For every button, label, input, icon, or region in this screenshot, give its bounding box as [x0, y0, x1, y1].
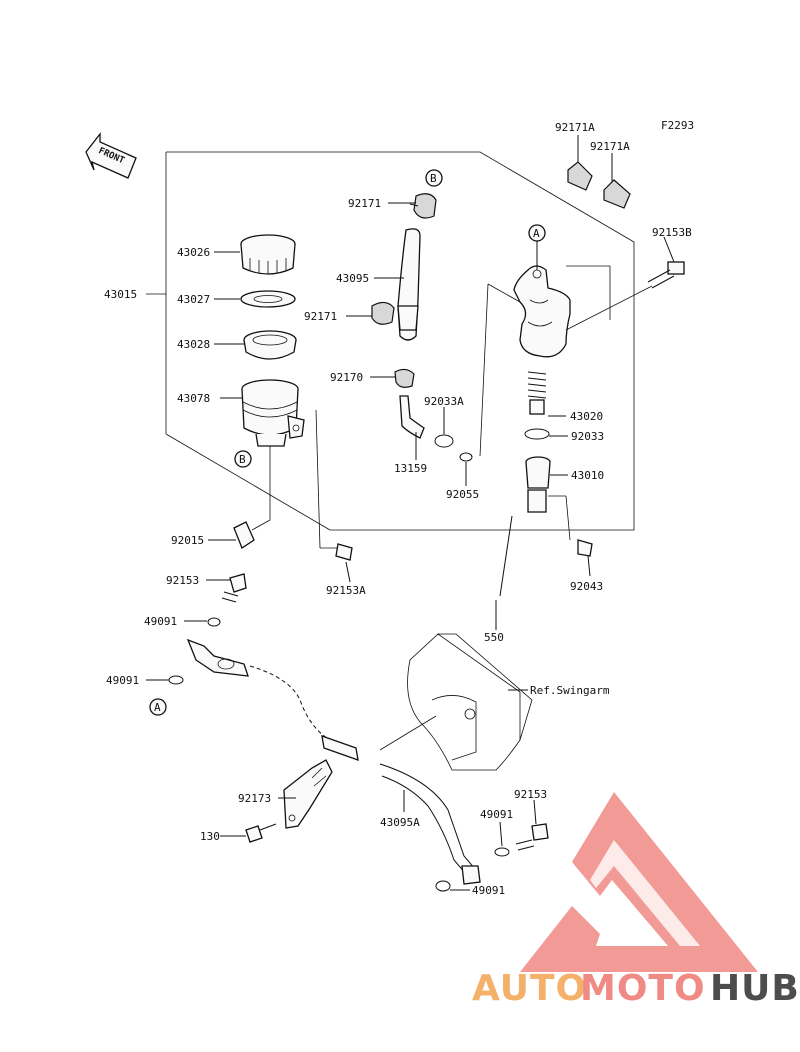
svg-text:A: A [154, 701, 161, 714]
label-92033A: 92033A [424, 395, 464, 408]
label-49091-b: 49091 [106, 674, 139, 687]
elbow-fitting-13159 [399, 395, 425, 439]
label-92043: 92043 [570, 580, 603, 593]
label-92153B: 92153B [652, 226, 692, 239]
label-49091-a: 49091 [144, 615, 177, 628]
diaphragm [243, 330, 297, 360]
front-arrow-icon: FRONT [85, 132, 137, 179]
reservoir-tank [241, 379, 305, 447]
washer-49091-b [168, 675, 184, 685]
assembly-bracket-43015 [146, 151, 635, 531]
washer-49091-d [435, 880, 451, 892]
label-43095: 43095 [336, 272, 369, 285]
svg-text:B: B [239, 453, 246, 466]
swingarm-reference [407, 633, 533, 771]
label-43026: 43026 [177, 246, 210, 259]
label-92173: 92173 [238, 792, 271, 805]
svg-text:A: A [533, 227, 540, 240]
label-92153-left: 92153 [166, 574, 199, 587]
bolt-92153-left [221, 573, 247, 603]
label-550: 550 [484, 631, 504, 644]
label-43027: 43027 [177, 293, 210, 306]
o-ring-92055 [459, 452, 473, 462]
diaphragm-plate [240, 290, 296, 308]
automotohub-wordmark: AUTO MOTO HUB [472, 968, 800, 1009]
label-13159: 13159 [394, 462, 427, 475]
label-43020: 43020 [570, 410, 603, 423]
automotohub-logo-icon [520, 792, 758, 972]
label-92015: 92015 [171, 534, 204, 547]
label-43095A: 43095A [380, 816, 420, 829]
label-130: 130 [200, 830, 220, 843]
master-cylinder-body [513, 240, 571, 358]
banjo-fitting-lower [461, 865, 481, 885]
banjo-fitting [186, 638, 249, 677]
ref-swingarm-label: Ref.Swingarm [530, 684, 610, 697]
clip-92171A-2 [603, 179, 631, 209]
bolt-130 [245, 823, 277, 843]
label-92170: 92170 [330, 371, 363, 384]
pipe-43095A [321, 735, 477, 875]
figure-code: F2293 [661, 119, 694, 132]
marker-b-top: B [425, 169, 443, 187]
clip-92171A-1 [567, 161, 593, 191]
label-92171A-2: 92171A [590, 140, 630, 153]
label-43028: 43028 [177, 338, 210, 351]
label-49091-c: 49091 [480, 808, 513, 821]
label-92171-mid: 92171 [304, 310, 337, 323]
watermark-part-hub: HUB [710, 968, 800, 1009]
leader-lines [146, 135, 675, 891]
pin-92043 [577, 539, 593, 557]
circlip-92033A [434, 434, 454, 448]
push-rod-43010 [525, 456, 551, 513]
brake-hose-dashed [249, 665, 331, 741]
label-92055: 92055 [446, 488, 479, 501]
hose-clamp-top [409, 193, 437, 219]
watermark-part-auto: AUTO [472, 968, 587, 1009]
reservoir-hose [397, 228, 421, 341]
watermark-part-moto: MOTO [580, 968, 706, 1009]
piston-spring-43020 [527, 371, 547, 415]
marker-a-low: A [149, 698, 167, 716]
svg-text:B: B [430, 172, 437, 185]
marker-a-top: A [528, 224, 546, 242]
circlip-92033 [524, 428, 550, 440]
label-92171A-1: 92171A [555, 121, 595, 134]
washer-49091-c [494, 847, 510, 857]
bolt-92153A [335, 543, 353, 561]
label-43078: 43078 [177, 392, 210, 405]
label-43010: 43010 [571, 469, 604, 482]
label-92033: 92033 [571, 430, 604, 443]
label-92153A: 92153A [326, 584, 366, 597]
marker-b-low: B [234, 450, 252, 468]
nut-92015 [233, 521, 255, 549]
label-49091-d: 49091 [472, 884, 505, 897]
bolt-92153B [647, 261, 685, 289]
hose-clamp-mid [371, 301, 395, 325]
reservoir-cap [240, 234, 296, 275]
guard-92173 [283, 759, 333, 829]
label-43015: 43015 [104, 288, 137, 301]
bolt-92153-right [515, 823, 549, 851]
hose-clamp-low [394, 368, 415, 388]
label-92153-right: 92153 [514, 788, 547, 801]
washer-49091-a [207, 617, 221, 627]
label-92171-top: 92171 [348, 197, 381, 210]
